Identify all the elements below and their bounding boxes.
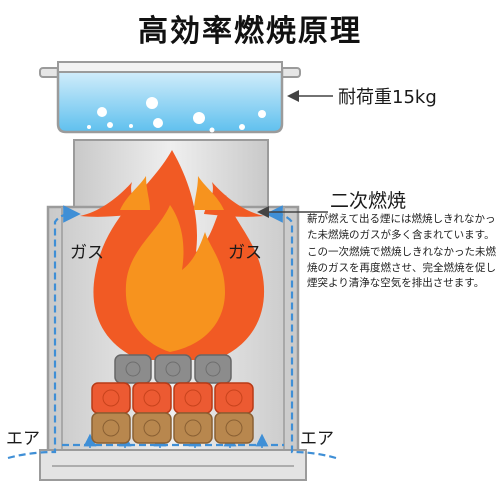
description-paragraph-2: この一次燃焼で燃焼しきれなかった未燃焼のガスを再度燃させ、完全燃焼を促し煙突より…	[307, 246, 496, 289]
gas-label-right: ガス	[228, 243, 262, 263]
page-title: 高効率燃焼原理	[138, 14, 362, 49]
secondary-combustion-label: 二次燃焼	[330, 190, 407, 212]
secondary-flame-icon	[80, 176, 264, 217]
gas-label-left: ガス	[70, 243, 104, 263]
air-label-left: エア	[6, 429, 40, 449]
log-icon	[91, 354, 254, 444]
description-text: 薪が燃えて出る煙には燃焼しきれなかった未燃焼のガスが多く含まれています。 この一…	[307, 212, 497, 292]
description-paragraph-1: 薪が燃えて出る煙には燃焼しきれなかった未燃焼のガスが多く含まれています。	[307, 213, 496, 241]
airflow-arrows	[7, 205, 337, 460]
bubble-icon	[87, 97, 266, 133]
air-label-right: エア	[300, 429, 334, 449]
pot-icon	[39, 61, 301, 134]
load-capacity-label: 耐荷重15kg	[338, 87, 437, 108]
